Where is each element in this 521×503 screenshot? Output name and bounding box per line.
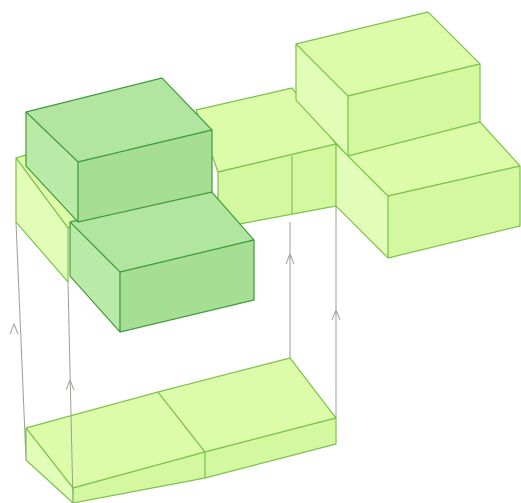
arrow-up-icon	[9, 322, 19, 335]
arrow-up-icon	[65, 378, 75, 391]
right-lower-front	[387, 165, 521, 259]
dark-lower-front	[119, 239, 255, 333]
guide-line-1	[15, 221, 27, 461]
right-step-group	[295, 11, 521, 259]
arrow-up-icon	[285, 252, 295, 265]
base-slab-right-front	[204, 417, 337, 479]
base-slab-group	[25, 357, 337, 503]
dark-upper-front	[77, 129, 213, 223]
dark-stack-group	[25, 77, 255, 333]
guide-line-2	[67, 281, 74, 503]
arrow-up-icon	[331, 308, 341, 321]
projection-guides	[9, 206, 341, 503]
